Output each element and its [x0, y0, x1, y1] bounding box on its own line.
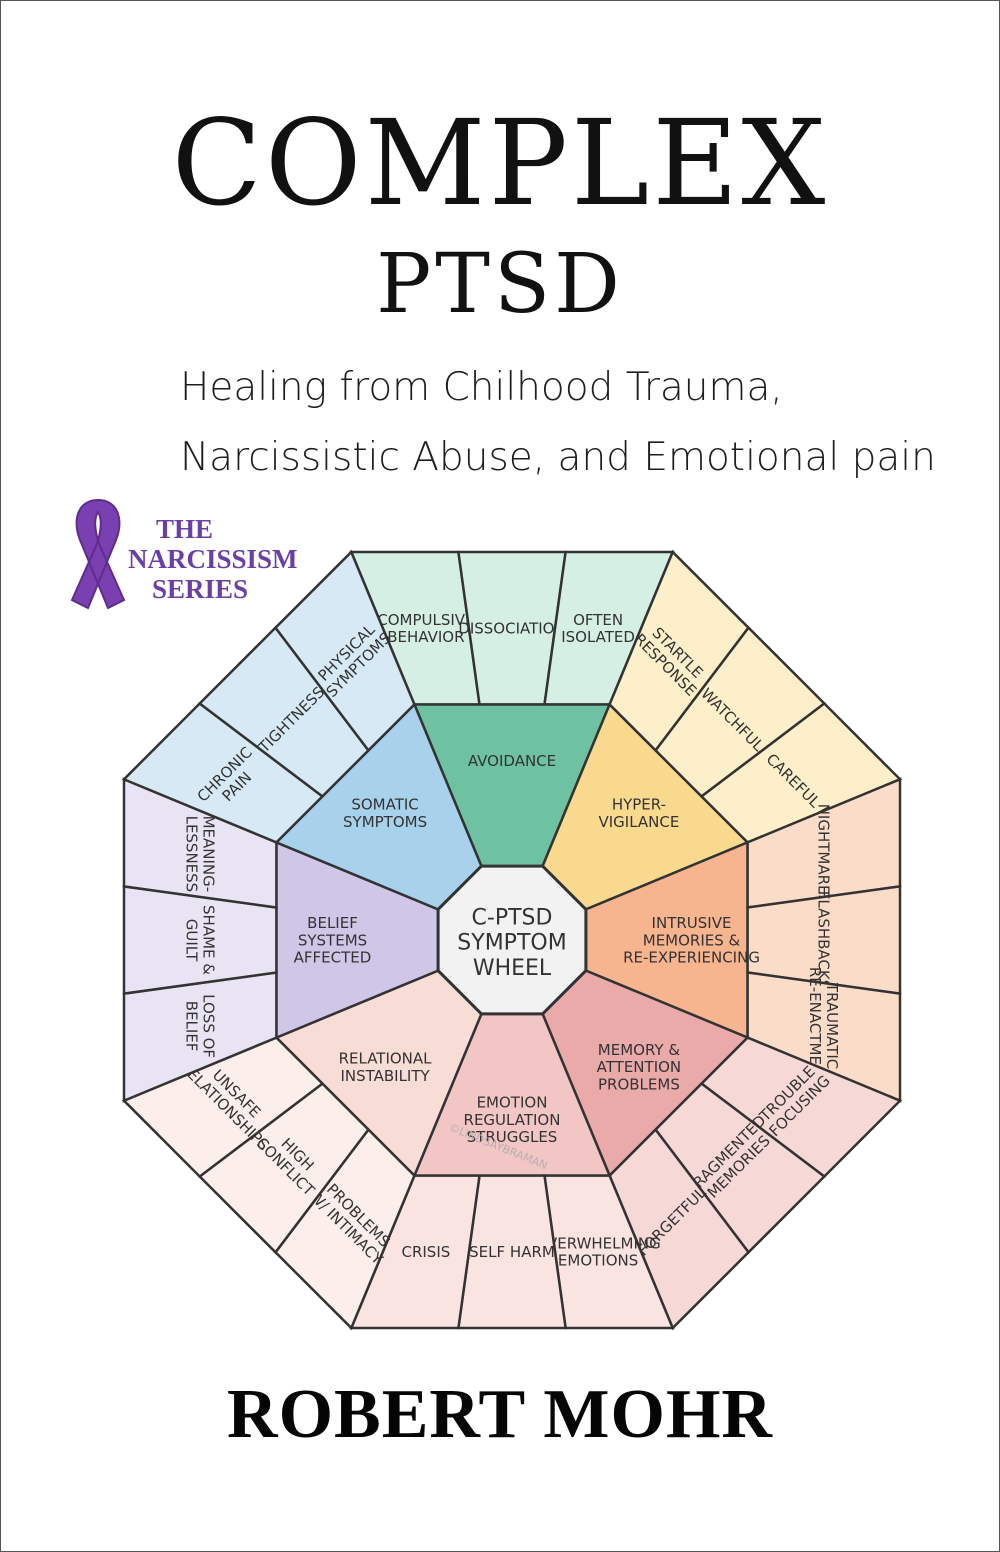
category-label-line: SYMPTOMS — [343, 813, 427, 831]
symptom-label: SHAME &GUILT — [182, 905, 217, 975]
wheel-center — [436, 864, 588, 1016]
category-label-line: EMOTION — [477, 1094, 548, 1112]
awareness-ribbon-icon — [70, 498, 126, 610]
category-label-line: SOMATIC — [351, 796, 418, 814]
symptom-label-line: RE-ENACTMENT — [806, 967, 824, 1086]
symptom-label-line: SELF HARM — [469, 1243, 555, 1261]
subtitle-line-1: Healing from Chilhood Trauma, — [180, 365, 783, 410]
wheel-center-label-line: SYMPTOM — [457, 931, 566, 956]
symptom-cell — [273, 549, 416, 753]
category-label-line: MEMORIES & — [643, 931, 741, 949]
symptom-label: DISSOCIATION — [458, 619, 565, 637]
symptom-label-line: TRAUMATIC — [823, 982, 841, 1069]
symptom-label-line: EMOTIONS — [558, 1252, 638, 1270]
symptom-label: CRISIS — [401, 1243, 450, 1261]
symptom-label: SELF HARM — [469, 1243, 555, 1261]
symptom-label: LOSS OFBELIEF — [182, 994, 217, 1058]
symptom-label-line: ISOLATED — [561, 628, 635, 646]
wheel-center-label-line: WHEEL — [473, 956, 552, 981]
category-label-line: HYPER- — [612, 796, 666, 814]
category-label-line: RE-EXPERIENCING — [623, 949, 760, 967]
category-label-line: PROBLEMS — [598, 1075, 680, 1093]
symptom-label-line: OVERWHELMING — [535, 1234, 660, 1252]
symptom-label-line: NIGHTMARES — [815, 804, 833, 904]
category-label-line: SYSTEMS — [298, 931, 367, 949]
symptom-label: TRAUMATICRE-ENACTMENT — [806, 967, 841, 1086]
symptom-label-line: DISSOCIATION — [458, 619, 565, 637]
category-label-line: INSTABILITY — [340, 1067, 430, 1085]
author-name: ROBERT MOHR — [227, 1376, 773, 1453]
symptom-label-line: BEHAVIOR — [387, 628, 464, 646]
symptom-label: MEANING-LESSNESS — [182, 816, 217, 893]
category-label-line: INTRUSIVE — [652, 914, 732, 932]
book-title-sub: PTSD — [376, 237, 624, 332]
series-line-3: SERIES — [152, 574, 249, 604]
symptom-label-line: BELIEF — [182, 1001, 200, 1052]
category-label-line: RELATIONAL — [339, 1050, 433, 1068]
series-line-2: NARCISSISM — [128, 544, 298, 574]
category-label: HYPER-VIGILANCE — [598, 796, 679, 831]
symptom-label-line: COMPULSIVE — [377, 611, 474, 629]
subtitle-line-2: Narcissistic Abuse, and Emotional pain — [180, 435, 936, 480]
category-label-line: AFFECTED — [294, 949, 372, 967]
symptom-label-line: SHAME & — [200, 905, 218, 975]
category-label-line: MEMORY & — [598, 1041, 681, 1059]
category-label-line: AVOIDANCE — [468, 752, 556, 770]
wheel-center-label-line: C-PTSD — [472, 905, 553, 930]
category-label: AVOIDANCE — [468, 752, 556, 770]
symptom-label-line: OFTEN — [573, 611, 623, 629]
symptom-label: FLASHBACKS — [815, 891, 833, 990]
category-label-line: REGULATION — [464, 1111, 561, 1129]
category-label-line: STRUGGLES — [467, 1128, 558, 1146]
symptom-label: NIGHTMARES — [815, 804, 833, 904]
category-label-line: VIGILANCE — [598, 813, 679, 831]
category-label-line: BELIEF — [307, 914, 358, 932]
series-line-1: THE — [156, 514, 214, 544]
symptom-label-line: MEANING- — [200, 816, 218, 893]
symptom-label-line: GUILT — [182, 919, 200, 962]
symptom-label-line: LESSNESS — [182, 816, 200, 893]
symptom-label-line: FLASHBACKS — [815, 891, 833, 990]
symptom-label-line: CRISIS — [401, 1243, 450, 1261]
symptom-label-line: LOSS OF — [200, 994, 218, 1058]
series-logo: THE NARCISSISM SERIES — [58, 490, 298, 630]
category-label-line: ATTENTION — [597, 1058, 681, 1076]
book-title: COMPLEX — [171, 94, 829, 232]
